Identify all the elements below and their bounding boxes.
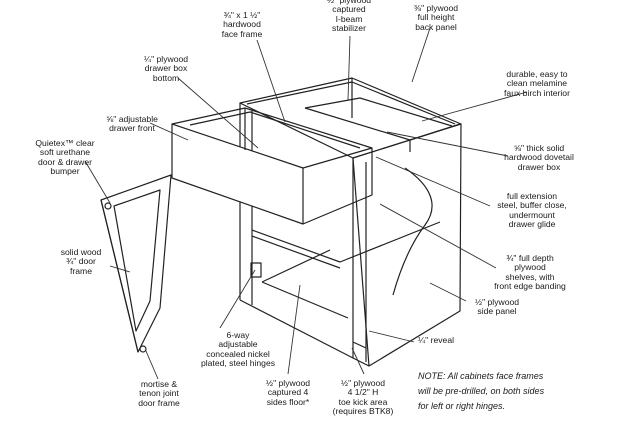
callout-lines — [84, 27, 528, 380]
label-drawer-glide: full extension steel, buffer close, unde… — [497, 191, 567, 230]
label-interior: durable, easy to clean melamine faux bir… — [504, 69, 570, 98]
label-back-panel: ⅜" plywood full height back panel — [413, 3, 459, 32]
label-drawer-front: ⅝" adjustable drawer front — [106, 114, 158, 134]
note-text: NOTE: All cabinets face frames will be p… — [418, 371, 545, 411]
label-floor: ½" plywood captured 4 sides floor* — [265, 378, 311, 407]
label-ibeam-stabilizer: ½" plywood captured I-beam stabilizer — [326, 0, 372, 34]
drawer — [171, 97, 461, 225]
label-door-frame: solid wood ¾" door frame — [60, 247, 102, 276]
label-face-frame: ¾" x 1 ½" hardwood face frame — [221, 10, 263, 39]
label-drawer-box-bottom: ¼" plywood drawer box bottom — [143, 54, 189, 83]
hinge — [250, 262, 262, 278]
label-bumper: Quietex™ clear soft urethane door & draw… — [35, 138, 95, 177]
label-side-panel: ½" plywood side panel — [474, 297, 520, 317]
label-door-frame-joint: mortise & tenon joint door frame — [138, 379, 180, 408]
label-toe-kick: ½" plywood 4 1/2" H toe kick area (requi… — [332, 378, 394, 417]
door — [100, 174, 172, 353]
label-shelves: ¾" full depth plywood shelves, with fron… — [494, 253, 566, 292]
label-hinges: 6-way adjustable concealed nickel plated… — [200, 330, 276, 369]
cabinet-carcass — [239, 77, 462, 367]
label-reveal: ¼" reveal — [418, 335, 455, 345]
label-dovetail-drawer: ⅝" thick solid hardwood dovetail drawer … — [504, 143, 574, 172]
